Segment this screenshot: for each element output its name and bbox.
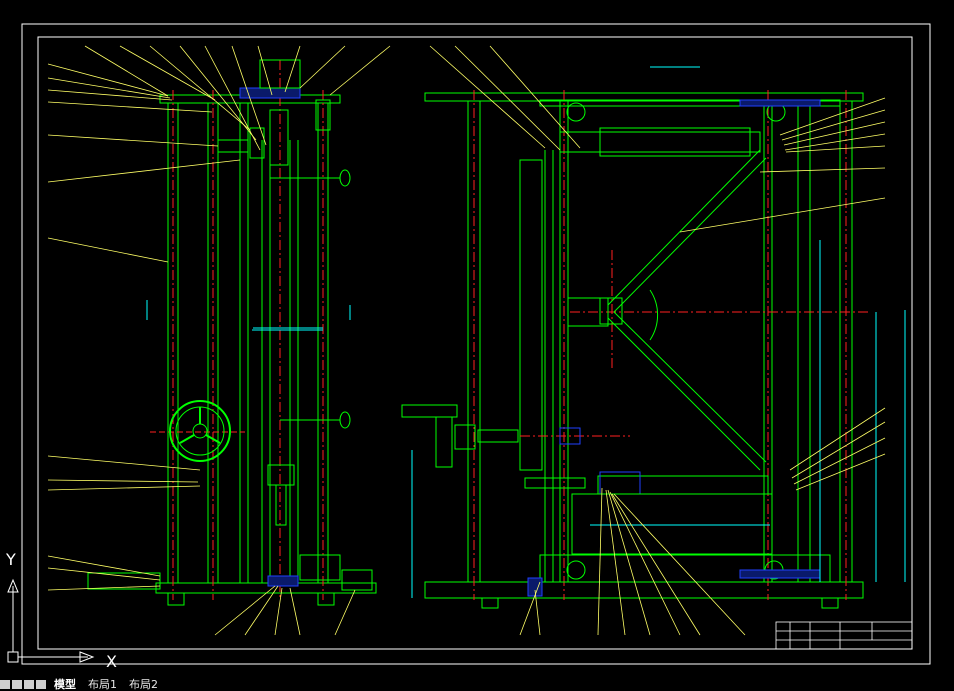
ucs-icon [7, 578, 95, 663]
handwheel-icon [169, 400, 231, 462]
tab-nav-last-icon[interactable] [36, 680, 46, 689]
layout-tab-bar: 模型 布局1 布局2 [0, 678, 954, 691]
ucs-x-label: X [106, 652, 117, 671]
right-view [252, 45, 906, 636]
left-view [47, 45, 391, 636]
outer-border [21, 23, 931, 665]
tab-layout-2[interactable]: 布局2 [129, 678, 158, 691]
tab-model[interactable]: 模型 [54, 678, 76, 691]
tab-nav-prev-icon[interactable] [12, 680, 22, 689]
inner-border [37, 36, 913, 650]
tab-layout-1[interactable]: 布局1 [88, 678, 117, 691]
tab-nav-next-icon[interactable] [24, 680, 34, 689]
title-block [775, 621, 913, 650]
tab-nav-first-icon[interactable] [0, 680, 10, 689]
ucs-y-label: Y [5, 550, 16, 569]
